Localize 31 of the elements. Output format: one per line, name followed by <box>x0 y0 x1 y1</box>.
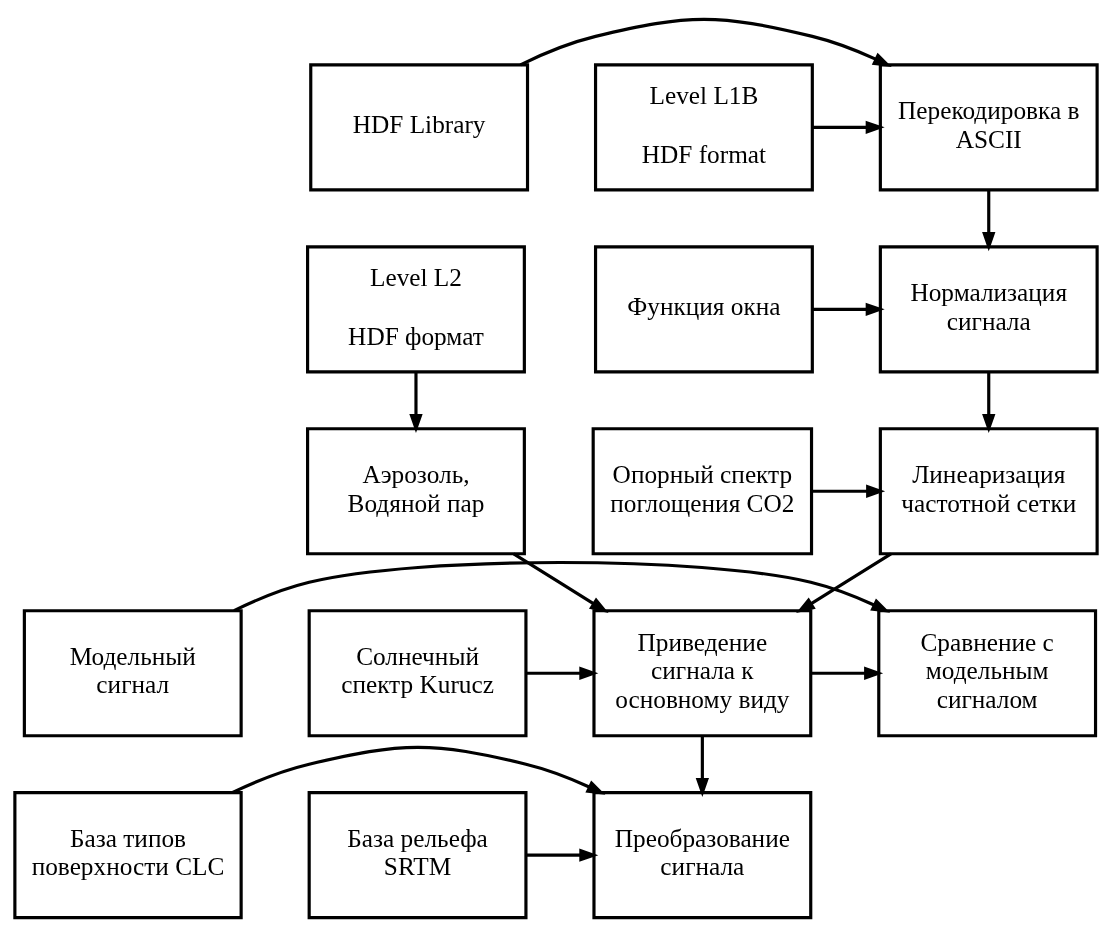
arrow <box>526 666 599 680</box>
arrow <box>812 484 886 498</box>
arrow <box>812 120 885 134</box>
node-box: Преобразование сигнала <box>592 791 813 920</box>
arrow <box>695 735 709 797</box>
node-box: Функция окна <box>593 245 814 374</box>
node-box: Солнечный спектр Kurucz <box>307 609 528 738</box>
node-box: Модельный сигнал <box>22 609 243 738</box>
arrow <box>796 552 892 614</box>
arrow <box>231 745 606 795</box>
node-box: Линеаризация частотной сетки <box>878 427 1099 556</box>
arrow <box>982 371 996 434</box>
node-box: Опорный спектр поглощения CO2 <box>591 427 814 556</box>
node-box: Приведение сигнала к основному виду <box>592 609 813 738</box>
arrow <box>812 302 885 316</box>
node-box: HDF Library <box>309 63 530 192</box>
arrow <box>526 848 599 862</box>
node-box: Level L1B HDF format <box>593 63 814 192</box>
arrow <box>409 371 423 434</box>
node-box: База типов поверхности CLC <box>13 791 243 920</box>
node-box: Аэрозоль, Водяной пар <box>306 427 526 556</box>
arrow <box>233 561 891 613</box>
arrow <box>512 552 609 614</box>
node-box: Level L2 HDF формат <box>306 245 526 374</box>
arrow <box>810 666 884 680</box>
node-box: Сравнение с модельным сигналом <box>877 609 1098 738</box>
node-box: База рельефа SRTM <box>307 791 528 920</box>
node-box: Нормализация сигнала <box>878 245 1099 374</box>
arrow <box>982 189 996 252</box>
node-box: Перекодировка в ASCII <box>878 63 1099 192</box>
arrow <box>519 17 892 67</box>
